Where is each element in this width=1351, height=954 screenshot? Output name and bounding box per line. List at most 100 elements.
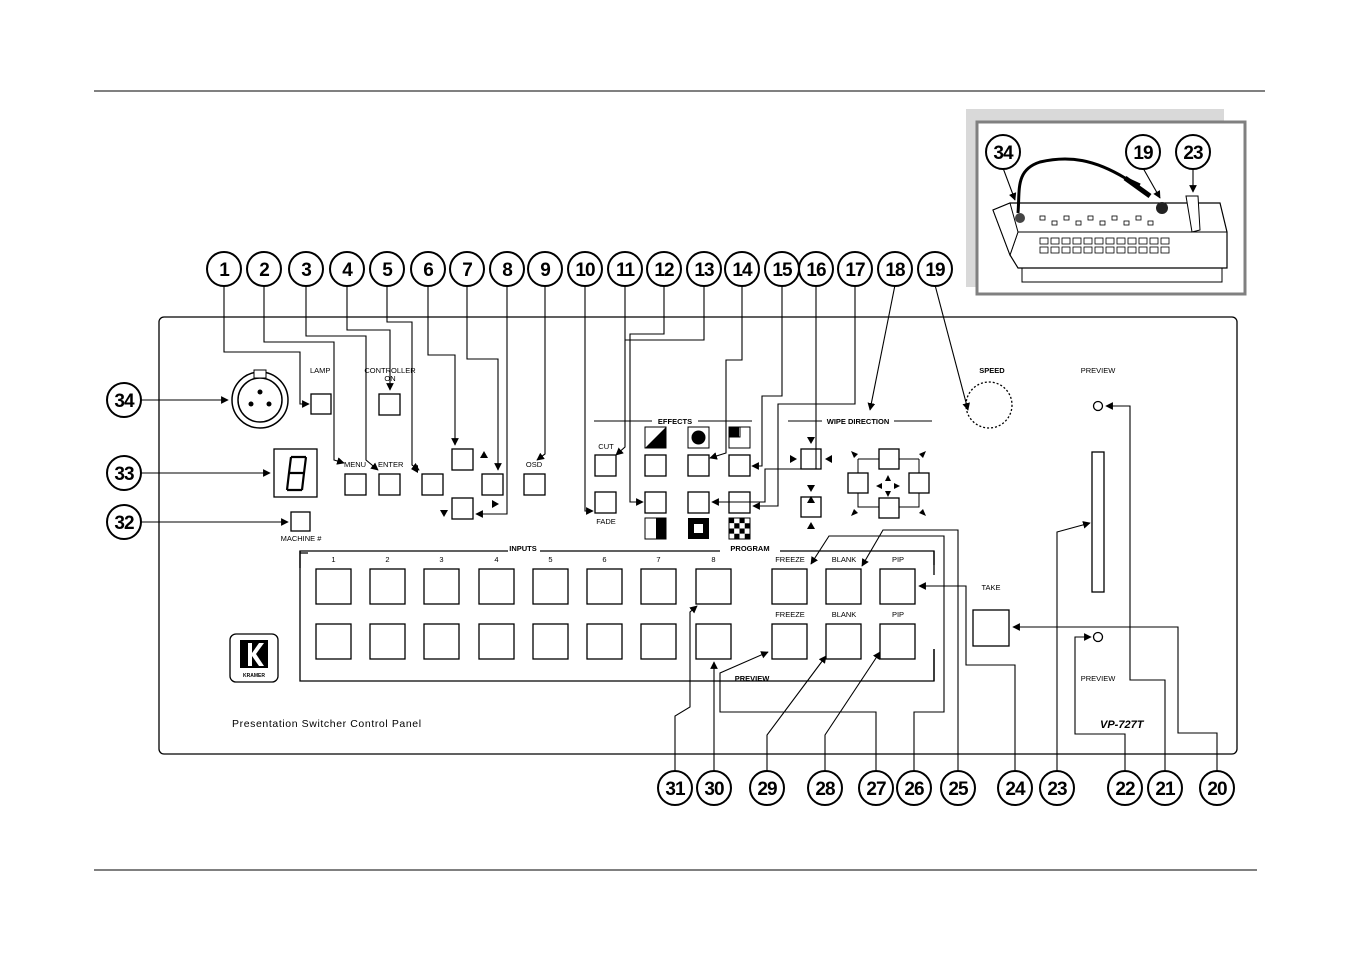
blank-preview-label: BLANK <box>832 610 857 619</box>
t-bar-slot[interactable] <box>1091 451 1105 593</box>
wipe-s-button[interactable] <box>878 497 900 519</box>
input-number-label: 3 <box>439 555 443 564</box>
take-button[interactable] <box>972 609 1010 647</box>
preview-input-2-button[interactable] <box>369 623 406 660</box>
callout-13: 13 <box>686 251 722 287</box>
left-arrow-button[interactable] <box>421 473 444 496</box>
controller-on-button[interactable] <box>378 393 401 416</box>
machine-number-button[interactable] <box>290 511 311 532</box>
preview-led-top <box>1092 400 1104 412</box>
preview-row-label: PREVIEW <box>735 674 771 683</box>
inset-key <box>1135 215 1142 221</box>
wipe-arrow-icon <box>807 496 815 503</box>
osd-button[interactable] <box>523 473 546 496</box>
right-arrow-button[interactable] <box>481 473 504 496</box>
program-freeze-button[interactable] <box>771 568 808 605</box>
program-input-2-button[interactable] <box>369 568 406 605</box>
callout-28: 28 <box>807 770 843 806</box>
svg-text:27: 27 <box>866 779 886 800</box>
program-input-8-button[interactable] <box>695 568 732 605</box>
svg-text:13: 13 <box>694 260 714 281</box>
svg-text:14: 14 <box>732 260 753 281</box>
svg-text:21: 21 <box>1155 779 1176 800</box>
callout-32: 32 <box>106 504 142 540</box>
callout-22: 22 <box>1107 770 1143 806</box>
wipe-up-button[interactable] <box>800 448 822 470</box>
wipe-arrow-icon <box>807 522 815 529</box>
preview-freeze-button[interactable] <box>771 623 808 660</box>
wipe-e-button[interactable] <box>908 472 930 494</box>
leader-6 <box>427 285 459 446</box>
callout-8: 8 <box>489 251 525 287</box>
leader-2 <box>263 285 345 465</box>
svg-text:31: 31 <box>665 779 686 800</box>
effect-cut-button[interactable] <box>594 454 617 477</box>
svg-text:26: 26 <box>904 779 924 800</box>
enter-button[interactable] <box>378 473 401 496</box>
svg-text:17: 17 <box>845 260 865 281</box>
effect-corner-button[interactable] <box>728 454 751 477</box>
preview-input-4-button[interactable] <box>478 623 515 660</box>
inset-key <box>1083 237 1093 245</box>
input-number-label: 8 <box>711 555 715 564</box>
menu-button[interactable] <box>344 473 367 496</box>
wipe-arrow-icon <box>919 451 926 458</box>
program-blank-button[interactable] <box>825 568 862 605</box>
svg-text:2: 2 <box>259 260 269 281</box>
program-input-3-button[interactable] <box>423 568 460 605</box>
lamp-button[interactable] <box>310 393 332 415</box>
preview-input-7-button[interactable] <box>640 623 677 660</box>
effect-diagonal-button[interactable] <box>644 454 667 477</box>
effect-vertical-button[interactable] <box>644 491 667 514</box>
effects-label: EFFECTS <box>658 417 692 426</box>
preview-blank-button[interactable] <box>825 623 862 660</box>
dissolve-cell <box>734 528 740 534</box>
inset-key <box>1072 237 1082 245</box>
program-input-7-button[interactable] <box>640 568 677 605</box>
inset-key <box>1116 246 1126 254</box>
down-arrow-button[interactable] <box>451 497 474 520</box>
wipe-n-button[interactable] <box>878 448 900 470</box>
program-pip-button[interactable] <box>879 568 916 605</box>
preview-input-1-button[interactable] <box>315 623 352 660</box>
callout-27: 27 <box>858 770 894 806</box>
dissolve-cell <box>744 533 750 539</box>
effect-circle-button[interactable] <box>687 454 710 477</box>
inset-key <box>1105 246 1115 254</box>
inset-key <box>1149 237 1159 245</box>
leader-25 <box>861 529 959 772</box>
input-number-label: 1 <box>331 555 335 564</box>
preview-input-5-button[interactable] <box>532 623 569 660</box>
preview-input-6-button[interactable] <box>586 623 623 660</box>
leader-13 <box>625 285 705 341</box>
speed-knob[interactable] <box>965 381 1013 429</box>
cut-label: CUT <box>598 442 614 451</box>
program-input-5-button[interactable] <box>532 568 569 605</box>
inset-key <box>1147 220 1154 226</box>
inset-key <box>1075 220 1082 226</box>
leader-12 <box>629 285 665 506</box>
callout-33: 33 <box>106 455 142 491</box>
input-number-label: 7 <box>656 555 660 564</box>
callout-18: 18 <box>877 251 913 287</box>
program-input-4-button[interactable] <box>478 568 515 605</box>
callout-23: 23 <box>1039 770 1075 806</box>
svg-text:19: 19 <box>1133 143 1153 164</box>
inset-key <box>1127 237 1137 245</box>
program-input-1-button[interactable] <box>315 568 352 605</box>
wipe-w-button[interactable] <box>847 472 869 494</box>
svg-text:33: 33 <box>114 464 134 485</box>
program-input-6-button[interactable] <box>586 568 623 605</box>
preview-bottom-label: PREVIEW <box>1081 674 1117 683</box>
effect-fade-button[interactable] <box>594 491 617 514</box>
leader-16 <box>752 285 856 510</box>
callout-3: 3 <box>288 251 324 287</box>
preview-pip-button[interactable] <box>879 623 916 660</box>
preview-input-3-button[interactable] <box>423 623 460 660</box>
up-arrow-button[interactable] <box>451 448 474 471</box>
dissolve-cell <box>729 523 735 529</box>
preview-input-8-button[interactable] <box>695 623 732 660</box>
effect-box-button[interactable] <box>687 491 710 514</box>
inset-callout-23: 23 <box>1175 134 1211 170</box>
leader-14 <box>751 285 783 470</box>
